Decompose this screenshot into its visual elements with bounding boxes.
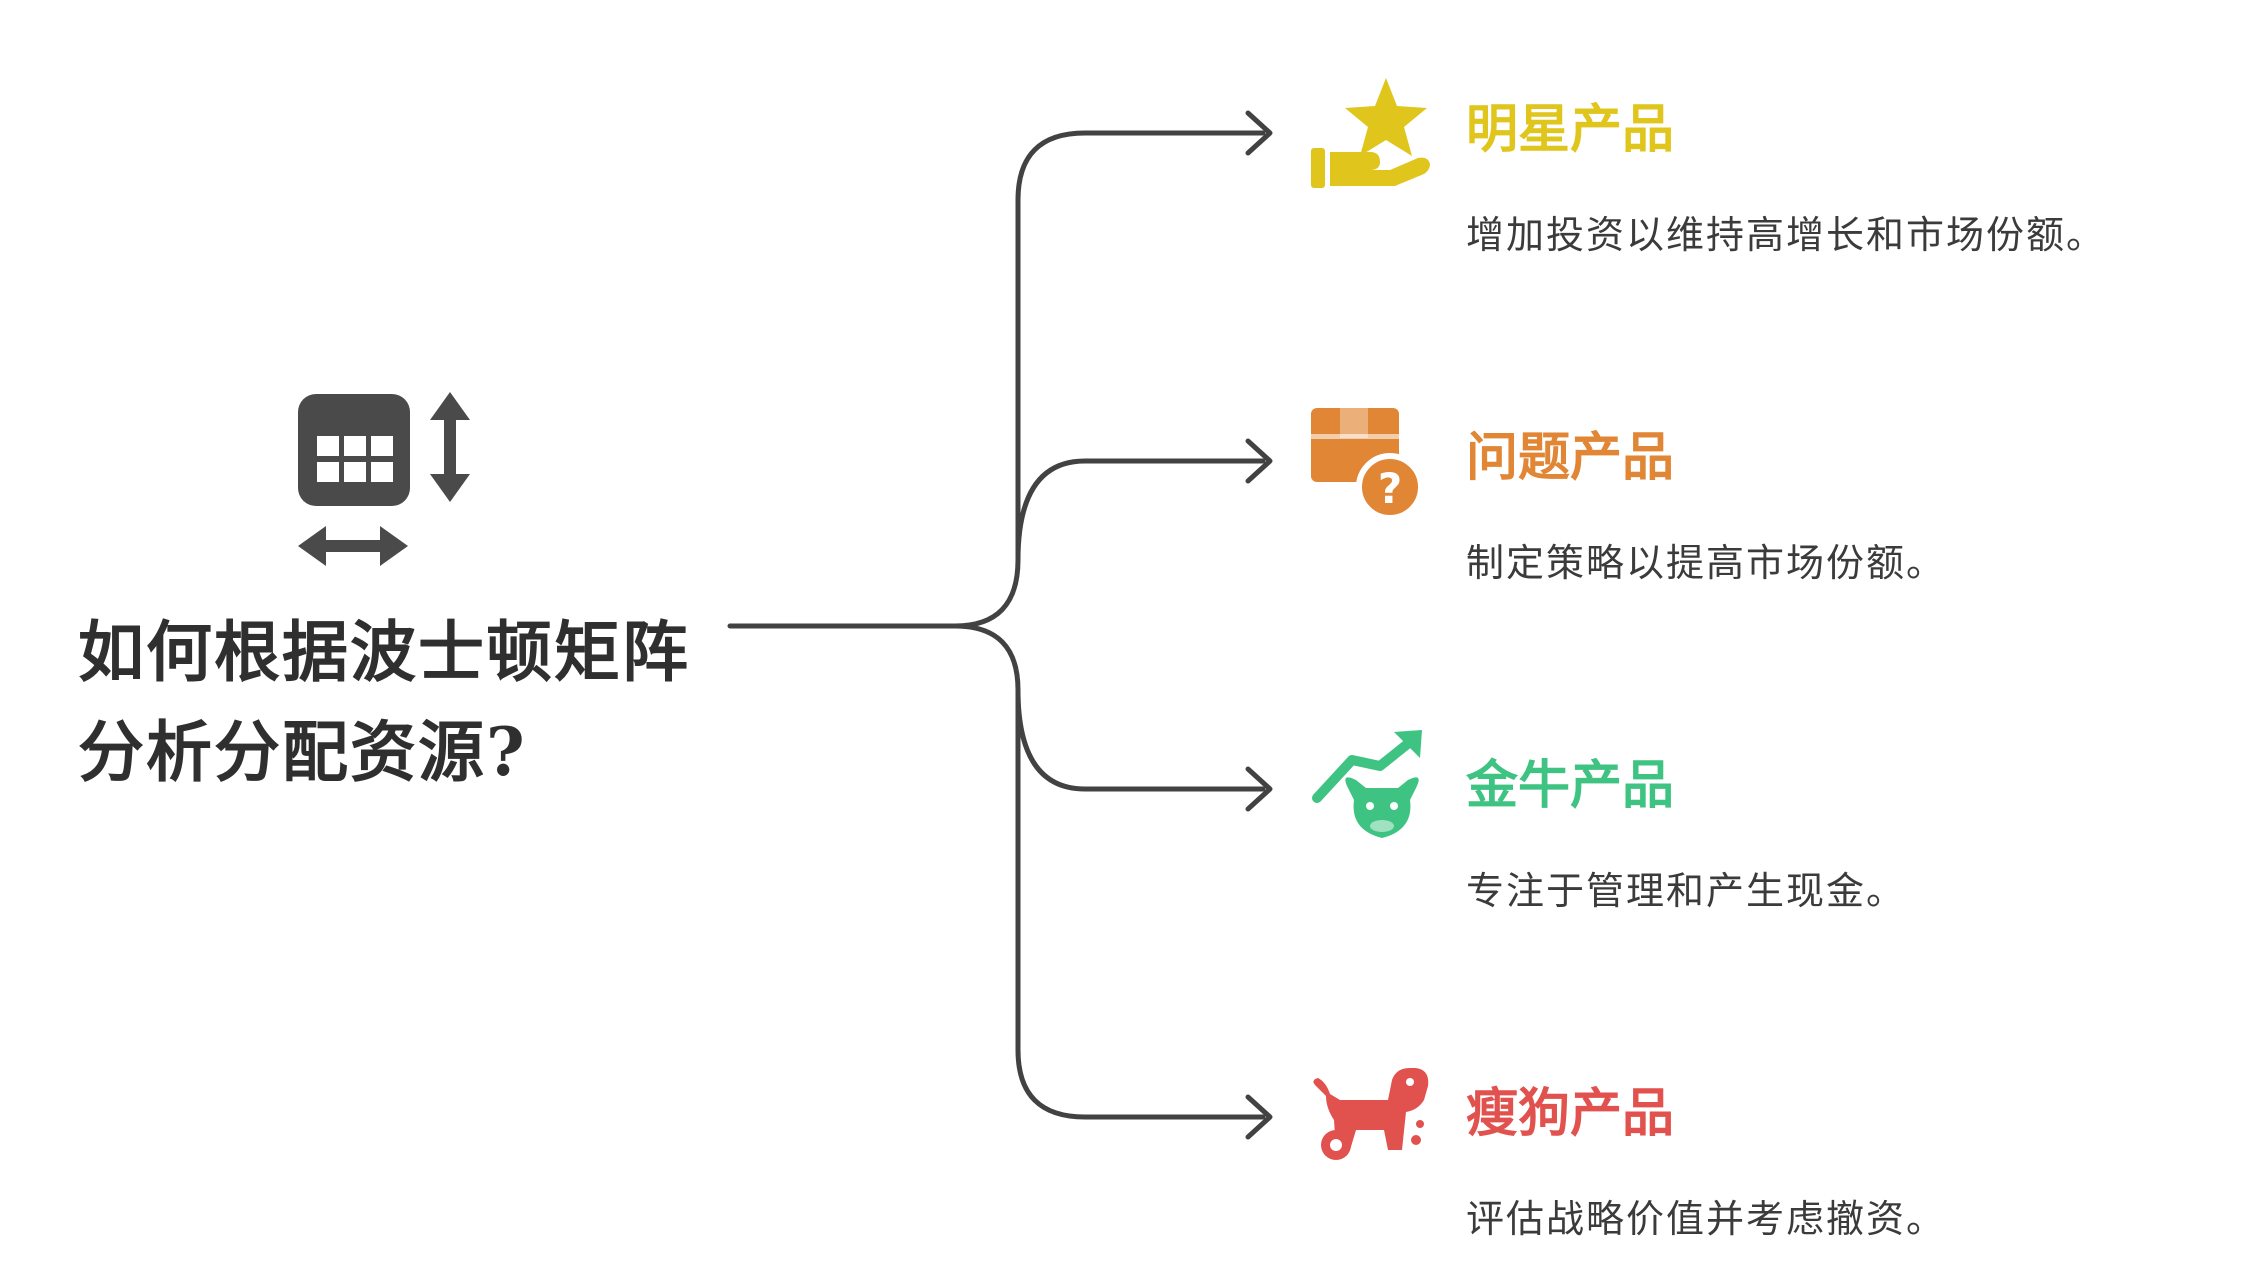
box-question-icon: ?: [1311, 408, 1424, 521]
root-title: 如何根据波士顿矩阵分析分配资源?: [78, 613, 690, 791]
branch-desc-star: 增加投资以维持高增长和市场份额。: [1466, 213, 2107, 257]
dog-icon: [1313, 1068, 1429, 1160]
root-connector: [727, 130, 1266, 629]
connector-cow: [952, 623, 1266, 792]
arrowhead-dog: [1245, 1094, 1273, 1140]
branch-title-question: 问题产品: [1466, 427, 1675, 488]
branch-desc-question: 制定策略以提高市场份额。: [1466, 541, 1947, 585]
branch-title-star: 明星产品: [1466, 99, 1675, 160]
arrowhead-cow: [1245, 766, 1273, 812]
trend-bull-icon: [1312, 730, 1422, 838]
connector-question: [1015, 458, 1266, 563]
star-hand-icon: [1311, 78, 1430, 188]
branch-desc-cow: 专注于管理和产生现金。: [1466, 869, 1907, 913]
table-resize-icon: [298, 392, 470, 566]
branch-title-dog: 瘦狗产品: [1466, 1083, 1675, 1144]
arrowhead-star: [1245, 110, 1273, 156]
branch-title-cow: 金牛产品: [1466, 755, 1675, 816]
branch-desc-dog: 评估战略价值并考虑撤资。: [1466, 1197, 1947, 1241]
connectors: [727, 110, 1273, 1140]
connector-dog: [1015, 687, 1266, 1120]
arrowhead-question: [1245, 438, 1273, 484]
svg-text:?: ?: [1378, 464, 1402, 513]
